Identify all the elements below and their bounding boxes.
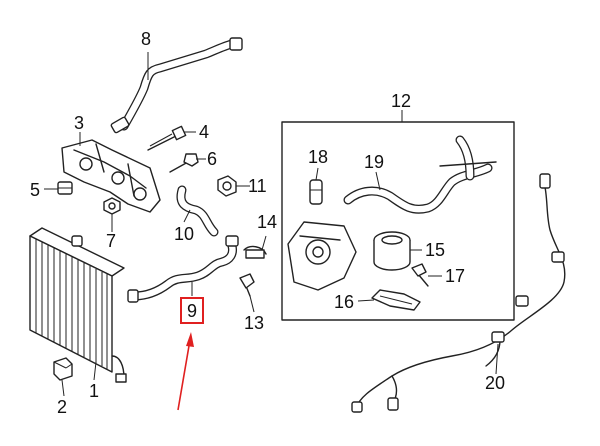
callout-17: 17	[445, 266, 466, 286]
temperature-sensor	[309, 179, 323, 205]
radiator-fins	[35, 239, 108, 369]
callout-5: 5	[30, 180, 41, 200]
pump-hose	[343, 135, 497, 214]
callout-13: 13	[244, 313, 265, 333]
callout-15: 15	[425, 240, 446, 260]
callout-8: 8	[141, 29, 152, 49]
nut	[103, 197, 121, 215]
radiator	[29, 227, 127, 383]
auxiliary-pump-housing	[287, 221, 357, 291]
pump-bracket	[371, 289, 421, 311]
wiring-harness	[351, 173, 566, 413]
leader-lines	[44, 52, 499, 397]
pump-bolt	[411, 263, 429, 287]
mount-bracket	[53, 357, 73, 381]
callout-7: 7	[106, 231, 117, 251]
callout-6: 6	[207, 149, 218, 169]
callout-20: 20	[485, 373, 506, 393]
callout-16: 16	[334, 292, 355, 312]
upper-hose	[110, 37, 243, 134]
callout-4: 4	[199, 122, 210, 142]
bolt	[147, 125, 187, 151]
callout-1: 1	[89, 381, 100, 401]
sensor-plug	[217, 175, 237, 197]
callout-10: 10	[174, 224, 195, 244]
lower-hose-highlighted	[127, 235, 239, 303]
hose-clamp	[243, 245, 267, 259]
callout-19: 19	[364, 152, 385, 172]
bypass-hose	[176, 185, 219, 237]
callout-9-highlighted: 9	[180, 297, 205, 324]
callout-11: 11	[248, 176, 267, 196]
highlight-arrow	[177, 332, 194, 411]
callout-12: 12	[391, 91, 412, 111]
electric-water-pump	[373, 231, 411, 271]
callout-2: 2	[57, 397, 68, 417]
auxiliary-pump-group-frame	[281, 121, 515, 321]
retaining-clip	[57, 181, 73, 195]
coolant-pipe-bracket	[61, 139, 161, 213]
callout-3: 3	[74, 113, 85, 133]
callout-14: 14	[257, 212, 278, 232]
callout-18: 18	[308, 147, 329, 167]
mount-bolt	[239, 273, 255, 297]
bolt-small	[169, 153, 199, 173]
